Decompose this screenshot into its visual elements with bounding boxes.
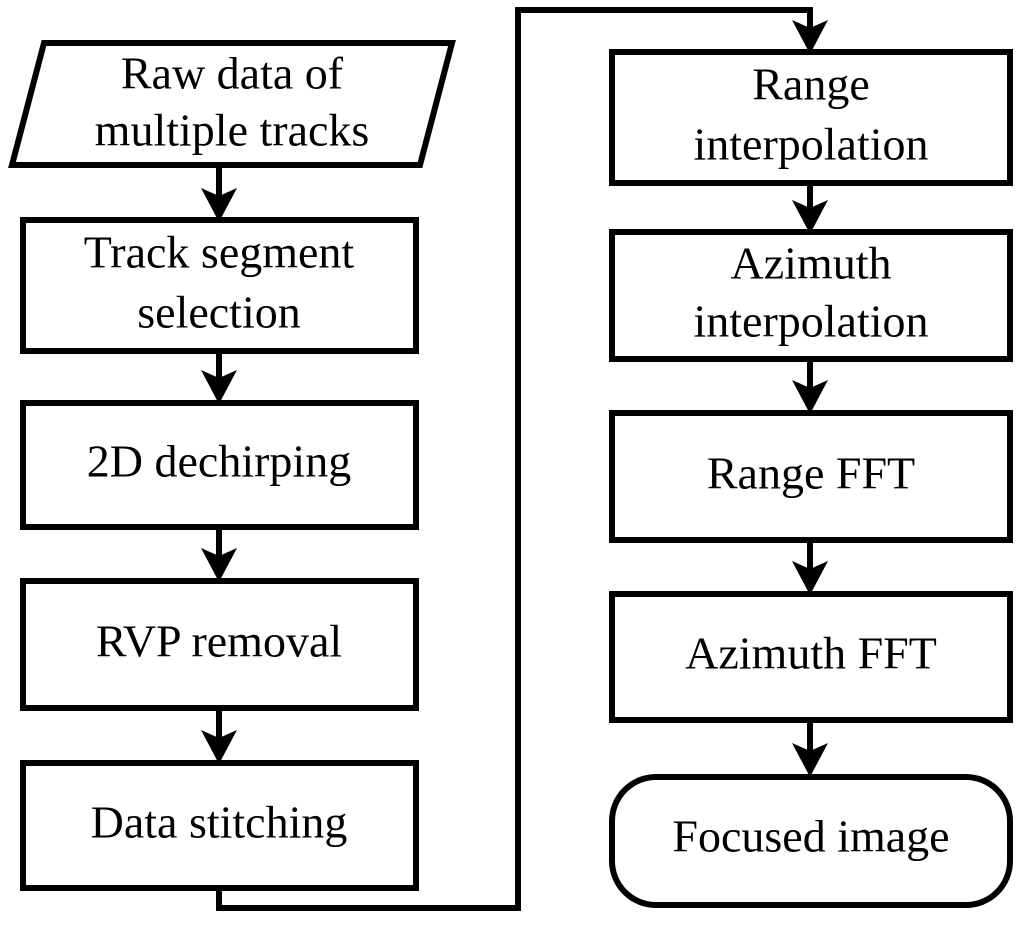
- parallelogram-shape[interactable]: [8, 40, 456, 168]
- arrow-head-icon: [792, 20, 828, 54]
- rectangle-shape[interactable]: [609, 591, 1013, 723]
- rectangle-shape[interactable]: [20, 217, 419, 354]
- edge-rvp-removal-to-data-stitching: [201, 708, 237, 764]
- node-track-segment-selection[interactable]: Track segment selection: [20, 217, 419, 354]
- node-focused-image-label: Focused image: [672, 811, 949, 862]
- node-data-stitching[interactable]: Data stitching: [20, 760, 419, 891]
- edge-raw-data-to-track-segment-selection: [201, 168, 237, 222]
- rectangle-shape[interactable]: [20, 400, 419, 530]
- node-raw-data-label-line1: Raw data of: [121, 48, 344, 99]
- arrow-head-icon: [792, 380, 828, 414]
- node-data-stitching-label: Data stitching: [91, 797, 348, 848]
- rectangle-shape[interactable]: [20, 760, 419, 891]
- node-azimuth-interpolation-label-line1: Azimuth: [731, 238, 892, 289]
- arrow-head-icon: [792, 743, 828, 777]
- node-range-fft-label: Range FFT: [707, 448, 915, 499]
- node-azimuth-fft-label: Azimuth FFT: [685, 628, 937, 679]
- node-raw-data-label-line2: multiple tracks: [95, 105, 370, 156]
- arrow-head-icon: [201, 188, 237, 222]
- node-range-interpolation-label-line2: interpolation: [693, 119, 928, 170]
- edge-data-stitching-to-range-interpolation: [216, 7, 828, 911]
- edge-azimuth-interpolation-to-range-fft: [792, 358, 828, 414]
- node-rvp-removal-label: RVP removal: [96, 616, 342, 667]
- node-azimuth-interpolation-label-line2: interpolation: [693, 296, 928, 347]
- node-2d-dechirping-label: 2D dechirping: [87, 436, 351, 487]
- node-2d-dechirping[interactable]: 2D dechirping: [20, 400, 419, 530]
- arrow-head-icon: [201, 730, 237, 764]
- arrow-head-icon: [201, 370, 237, 404]
- node-track-segment-selection-label-line2: selection: [137, 287, 301, 338]
- edge-range-fft-to-azimuth-fft: [792, 540, 828, 595]
- node-range-interpolation[interactable]: Range interpolation: [609, 49, 1013, 186]
- edge-2d-dechirping-to-rvp-removal: [201, 527, 237, 582]
- arrow-head-icon: [201, 548, 237, 582]
- arrow-head-icon: [792, 561, 828, 595]
- node-focused-image[interactable]: Focused image: [609, 774, 1013, 908]
- edge-range-interpolation-to-azimuth-interpolation: [792, 182, 828, 234]
- node-azimuth-interpolation[interactable]: Azimuth interpolation: [609, 229, 1013, 362]
- node-azimuth-fft[interactable]: Azimuth FFT: [609, 591, 1013, 723]
- rounded-rectangle-shape[interactable]: [609, 774, 1013, 908]
- rectangle-shape[interactable]: [609, 229, 1013, 362]
- rectangle-shape[interactable]: [609, 410, 1013, 543]
- edge-track-segment-selection-to-2d-dechirping: [201, 350, 237, 404]
- edge-azimuth-fft-to-focused-image: [792, 720, 828, 777]
- node-rvp-removal[interactable]: RVP removal: [20, 578, 419, 711]
- arrow-head-icon: [792, 200, 828, 234]
- node-range-interpolation-label-line1: Range: [752, 59, 870, 110]
- node-raw-data[interactable]: Raw data of multiple tracks: [8, 40, 456, 168]
- rectangle-shape[interactable]: [609, 49, 1013, 186]
- node-range-fft[interactable]: Range FFT: [609, 410, 1013, 543]
- node-track-segment-selection-label-line1: Track segment: [84, 227, 355, 278]
- rectangle-shape[interactable]: [20, 578, 419, 711]
- edge-line: [216, 7, 813, 911]
